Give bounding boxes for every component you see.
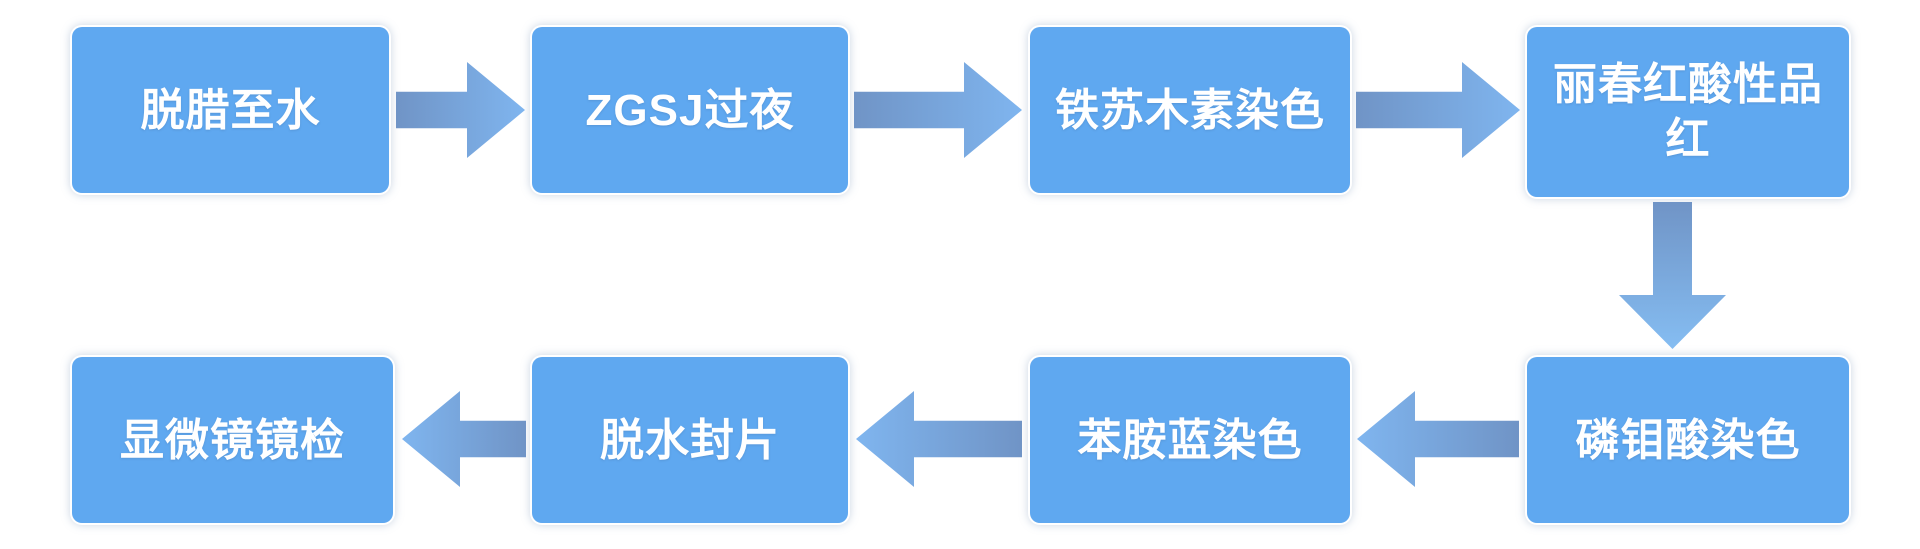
flow-node-label: 丽春红酸性品红 xyxy=(1553,60,1823,164)
arrow-right-icon xyxy=(396,62,525,158)
arrow-down-icon xyxy=(1619,202,1726,349)
flow-node-dehydrate-mount: 脱水封片 xyxy=(532,357,848,523)
arrow-right-icon xyxy=(1356,62,1520,158)
flow-node-zgsj-overnight: ZGSJ过夜 xyxy=(532,27,848,193)
flow-node-aniline-blue-stain: 苯胺蓝染色 xyxy=(1030,357,1350,523)
flow-node-ponceau-acid-fuchsin: 丽春红酸性品红 xyxy=(1527,27,1849,197)
flow-node-label: 铁苏木素染色 xyxy=(1055,85,1325,135)
flow-node-dewax-to-water: 脱腊至水 xyxy=(72,27,389,193)
flow-node-label: 苯胺蓝染色 xyxy=(1077,415,1303,465)
flow-node-phosphomolybdic-acid-stain: 磷钼酸染色 xyxy=(1527,357,1849,523)
arrow-left-icon xyxy=(1357,391,1519,487)
flow-node-label: 脱腊至水 xyxy=(140,85,321,135)
arrow-left-icon xyxy=(856,391,1022,487)
flow-node-label: 显微镜镜检 xyxy=(120,415,345,465)
arrow-left-icon xyxy=(402,391,526,487)
flow-node-microscope-exam: 显微镜镜检 xyxy=(72,357,393,523)
flow-node-iron-hematoxylin-stain: 铁苏木素染色 xyxy=(1030,27,1350,193)
flow-node-label: 脱水封片 xyxy=(600,415,780,465)
arrow-right-icon xyxy=(854,62,1022,158)
flow-node-label: ZGSJ过夜 xyxy=(585,85,795,135)
flow-node-label: 磷钼酸染色 xyxy=(1575,415,1801,465)
